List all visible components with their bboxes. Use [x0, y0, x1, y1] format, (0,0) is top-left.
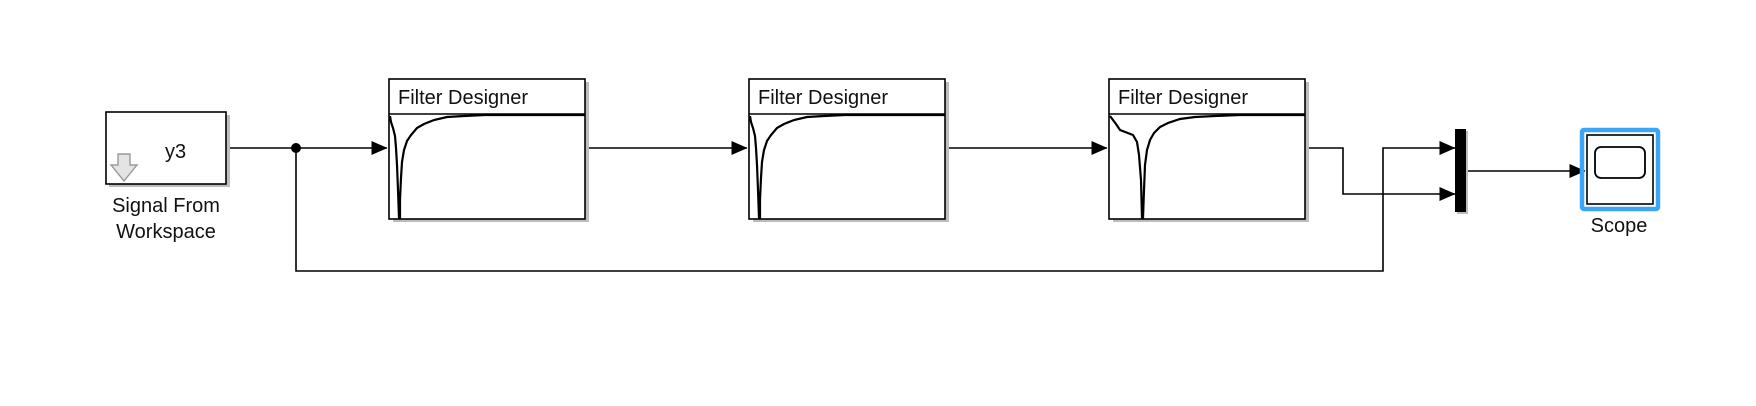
- branch-point[interactable]: [291, 143, 301, 153]
- source-caption-line-1: Signal From: [112, 195, 220, 217]
- filter-3-title: Filter Designer: [1118, 87, 1248, 109]
- filter-designer-block-2[interactable]: Filter Designer: [748, 78, 949, 222]
- signal-from-workspace-block[interactable]: y3 Signal From Workspace: [105, 111, 230, 243]
- filter-1-magnitude-response-icon: [388, 113, 585, 220]
- filter-1-title: Filter Designer: [398, 87, 528, 109]
- scope-label: Scope: [1591, 215, 1648, 237]
- source-variable-label: y3: [165, 141, 186, 163]
- signal-lines: [226, 141, 1586, 272]
- scope-block[interactable]: Scope: [1579, 127, 1661, 237]
- mux-block[interactable]: [1455, 129, 1468, 214]
- filter-designer-block-3[interactable]: Filter Designer: [1108, 78, 1309, 222]
- wire-filter-3-to-mux-input-2[interactable]: [1305, 147, 1456, 201]
- block-body[interactable]: [388, 78, 586, 220]
- selection-highlight: [1579, 127, 1661, 212]
- source-caption-line-2: Workspace: [116, 221, 216, 243]
- block-body[interactable]: [748, 78, 946, 220]
- filter-2-title: Filter Designer: [758, 87, 888, 109]
- filter-3-magnitude-response-icon: [1109, 113, 1305, 220]
- wire-branch-to-mux-input-1[interactable]: [295, 141, 1456, 272]
- filter-2-magnitude-response-icon: [748, 113, 945, 220]
- down-arrow-icon: [109, 153, 139, 183]
- mux-bar-icon[interactable]: [1455, 129, 1466, 212]
- filter-designer-block-1[interactable]: Filter Designer: [388, 78, 589, 222]
- scope-screen-icon: [1594, 146, 1646, 179]
